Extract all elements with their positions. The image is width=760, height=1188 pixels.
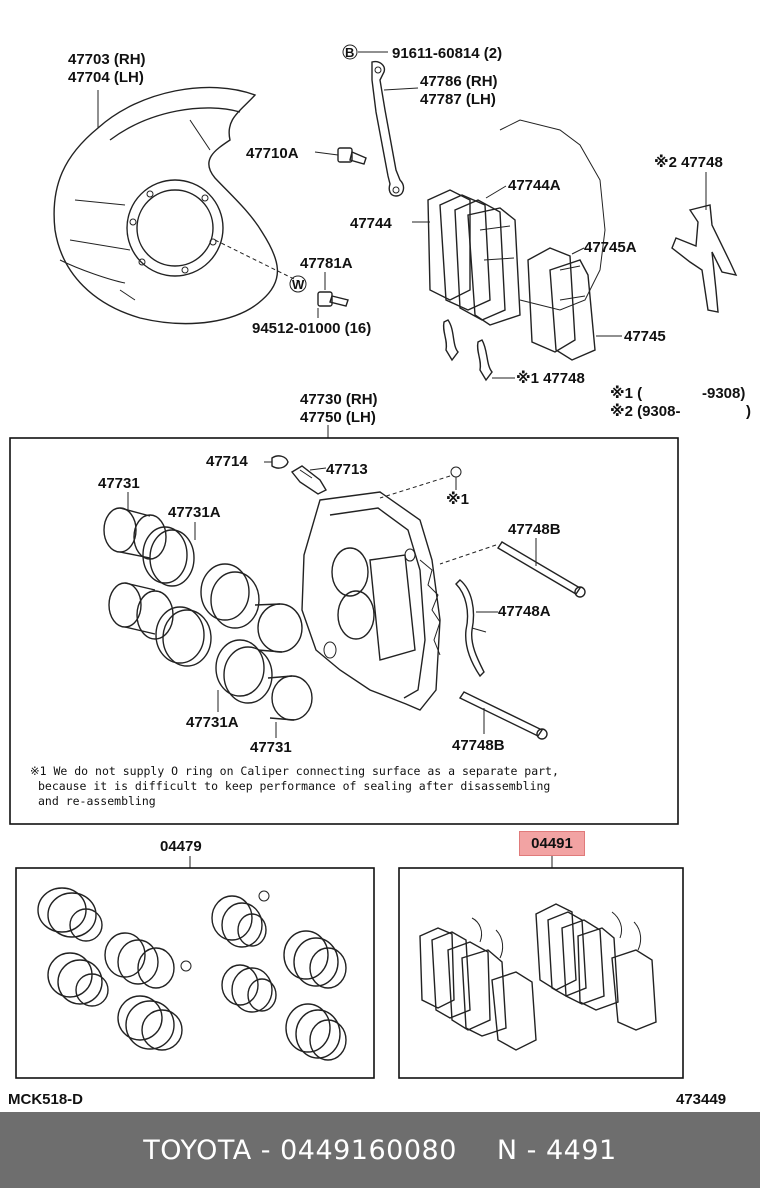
label-piston-47731a-top: 47731A — [168, 504, 221, 521]
label-pad-47744: 47744 — [350, 215, 392, 232]
label-bleeder-cap: 47714 — [206, 453, 248, 470]
label-piston-47731-top: 47731 — [98, 475, 140, 492]
pad-clip-47748a-drawing[interactable] — [455, 579, 487, 678]
kit-04491-box — [398, 867, 684, 1079]
pad-pin-upper-drawing[interactable] — [497, 541, 586, 598]
bleeder-cap-drawing[interactable] — [271, 455, 289, 469]
label-shield-lh: 47704 (LH) — [68, 69, 144, 86]
kit-04479-seals-drawing[interactable] — [37, 887, 347, 1061]
label-pad-47744a: 47744A — [508, 177, 561, 194]
footer-ref: N - 4491 — [496, 1134, 617, 1166]
caliper-note-line-2: because it is difficult to keep performa… — [38, 779, 550, 793]
diagram-code: MCK518-D — [8, 1091, 83, 1108]
label-pad-47745: 47745 — [624, 328, 666, 345]
note1-code: ※1 ( — [610, 384, 642, 402]
label-kit-04479: 04479 — [160, 838, 202, 855]
footer-part-line: TOYOTA - 0449160080 — [143, 1134, 457, 1166]
caliper-assembly-box — [9, 437, 679, 825]
parts-diagram: 47703 (RH) 47704 (LH) 47710A B 91611-608… — [8, 44, 751, 1108]
hose-bracket-drawing[interactable] — [371, 60, 405, 197]
label-piston-47731a-bottom: 47731A — [186, 714, 239, 731]
label-hose-lh: 47787 (LH) — [420, 91, 496, 108]
kit-04491-pads-drawing[interactable] — [419, 903, 657, 1051]
ref-star1: ※1 — [446, 490, 469, 508]
footer-bar: TOYOTA - 0449160080 N - 4491 — [0, 1112, 760, 1188]
label-shield-rh: 47703 (RH) — [68, 51, 146, 68]
label-shim-47748-mid: ※1 47748 — [516, 369, 585, 387]
highlighted-part-04491[interactable]: 04491 — [519, 831, 585, 856]
shim-clip-47748-drawing[interactable] — [442, 319, 493, 382]
label-shim-47748-top: ※2 47748 — [654, 153, 723, 171]
label-piston-47731-bottom: 47731 — [250, 739, 292, 756]
kit-04479-box — [15, 867, 375, 1079]
label-bolt-47781a: 47781A — [300, 255, 353, 272]
caliper-note-line-1: ※1 We do not supply O ring on Caliper co… — [30, 764, 559, 778]
pad-set-outer-drawing[interactable] — [527, 247, 596, 361]
label-caliper-lh: 47750 (LH) — [300, 409, 376, 426]
label-hose-rh: 47786 (RH) — [420, 73, 498, 90]
label-clip-47748a: 47748A — [498, 603, 551, 620]
label-bolt-47710a: 47710A — [246, 145, 299, 162]
label-pin-47748b-bottom: 47748B — [452, 737, 505, 754]
b-mark: B — [345, 45, 354, 60]
piston-seal-set-upper-drawing[interactable] — [103, 507, 303, 653]
note2-code: ※2 (9308- — [610, 402, 680, 420]
label-washer-94512: 94512-01000 (16) — [252, 320, 371, 337]
bolt-47781a-drawing[interactable] — [317, 291, 349, 307]
caliper-note-line-3: and re-assembling — [38, 794, 156, 808]
piston-seal-set-lower-drawing[interactable] — [108, 582, 313, 721]
dust-shield-drawing[interactable] — [53, 86, 279, 325]
bleeder-plug-drawing[interactable] — [290, 465, 327, 495]
anti-rattle-spring-drawing[interactable] — [671, 204, 738, 313]
label-pad-47745a: 47745A — [584, 239, 637, 256]
pad-set-inner-drawing[interactable] — [427, 189, 521, 326]
label-caliper-rh: 47730 (RH) — [300, 391, 378, 408]
pad-pin-lower-drawing[interactable] — [458, 691, 548, 740]
figure-number: 473449 — [676, 1091, 726, 1108]
w-mark: W — [292, 277, 305, 292]
note1-date: -9308) — [702, 385, 745, 402]
label-bolt-91611: 91611-60814 (2) — [392, 45, 502, 62]
caliper-body-drawing[interactable] — [301, 491, 441, 711]
bolt-47710a-drawing[interactable] — [337, 147, 367, 165]
label-bleeder-plug: 47713 — [326, 461, 368, 478]
label-pin-47748b-top: 47748B — [508, 521, 561, 538]
note2-close: ) — [746, 403, 751, 420]
